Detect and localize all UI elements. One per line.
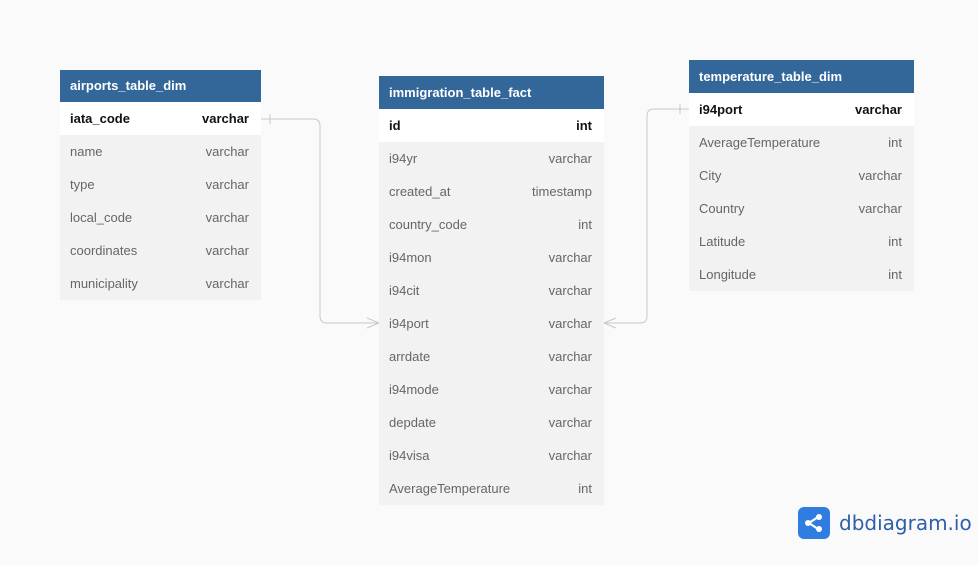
column-name: Longitude [699, 267, 757, 282]
column-name: depdate [389, 415, 436, 430]
column-name: id [389, 118, 401, 133]
logo-text: dbdiagram.io [839, 511, 972, 535]
column-name: i94mode [389, 382, 439, 397]
column-type: varchar [205, 144, 249, 159]
column-type: varchar [205, 243, 249, 258]
table-row[interactable]: AverageTemperature int [689, 126, 914, 159]
relationship-temperature-immigration [604, 108, 689, 324]
table-row[interactable]: created_at timestamp [379, 175, 604, 208]
column-name: i94port [699, 102, 743, 117]
column-name: i94visa [389, 448, 430, 463]
table-row[interactable]: municipality varchar [60, 267, 261, 300]
column-name: created_at [389, 184, 451, 199]
column-name: Country [699, 201, 745, 216]
table-row[interactable]: id int [379, 109, 604, 142]
column-name: municipality [70, 276, 138, 291]
table-header[interactable]: temperature_table_dim [689, 60, 914, 93]
column-type: varchar [858, 201, 902, 216]
column-type: varchar [548, 382, 592, 397]
column-type: varchar [548, 415, 592, 430]
column-type: varchar [205, 276, 249, 291]
table-row[interactable]: name varchar [60, 135, 261, 168]
column-name: type [70, 177, 95, 192]
column-type: varchar [202, 111, 249, 126]
table-immigration[interactable]: immigration_table_fact id int i94yr varchar… [379, 76, 604, 505]
table-row[interactable]: i94port varchar [689, 93, 914, 126]
column-name: name [70, 144, 103, 159]
column-name: AverageTemperature [699, 135, 821, 150]
column-type: varchar [548, 448, 592, 463]
table-row[interactable]: Latitude int [689, 225, 914, 258]
table-header[interactable]: airports_table_dim [60, 70, 261, 102]
column-type: int [576, 118, 592, 133]
column-type: int [888, 135, 902, 150]
column-type: varchar [205, 210, 249, 225]
column-type: varchar [548, 151, 592, 166]
column-type: int [888, 267, 902, 282]
table-row[interactable]: i94port varchar [379, 307, 604, 340]
column-type: int [578, 481, 592, 496]
table-row[interactable]: i94visa varchar [379, 439, 604, 472]
column-type: varchar [548, 316, 592, 331]
column-name: local_code [70, 210, 133, 225]
table-row[interactable]: i94yr varchar [379, 142, 604, 175]
table-row[interactable]: local_code varchar [60, 201, 261, 234]
table-row[interactable]: Longitude int [689, 258, 914, 291]
share-nodes-icon [798, 507, 830, 539]
table-row[interactable]: type varchar [60, 168, 261, 201]
table-row[interactable]: Country varchar [689, 192, 914, 225]
column-name: i94port [389, 316, 429, 331]
column-type: varchar [548, 250, 592, 265]
column-name: country_code [389, 217, 468, 232]
table-row[interactable]: arrdate varchar [379, 340, 604, 373]
column-name: coordinates [70, 243, 138, 258]
table-row[interactable]: i94mode varchar [379, 373, 604, 406]
table-row[interactable]: AverageTemperature int [379, 472, 604, 505]
column-type: int [578, 217, 592, 232]
column-name: i94mon [389, 250, 432, 265]
column-name: i94cit [389, 283, 420, 298]
table-row[interactable]: country_code int [379, 208, 604, 241]
table-row[interactable]: iata_code varchar [60, 102, 261, 135]
column-type: varchar [858, 168, 902, 183]
column-type: varchar [548, 283, 592, 298]
table-row[interactable]: depdate varchar [379, 406, 604, 439]
column-type: int [888, 234, 902, 249]
table-row[interactable]: i94mon varchar [379, 241, 604, 274]
many-marker [602, 317, 617, 329]
column-name: i94yr [389, 151, 418, 166]
column-type: varchar [855, 102, 902, 117]
relationship-airports-immigration [261, 118, 379, 324]
column-name: City [699, 168, 722, 183]
column-type: varchar [548, 349, 592, 364]
column-type: timestamp [532, 184, 592, 199]
column-name: AverageTemperature [389, 481, 511, 496]
table-row[interactable]: coordinates varchar [60, 234, 261, 267]
column-name: iata_code [70, 111, 130, 126]
column-name: arrdate [389, 349, 431, 364]
table-row[interactable]: City varchar [689, 159, 914, 192]
dbdiagram-logo[interactable]: dbdiagram.io [798, 507, 972, 539]
column-name: Latitude [699, 234, 746, 249]
table-row[interactable]: i94cit varchar [379, 274, 604, 307]
column-type: varchar [205, 177, 249, 192]
table-header[interactable]: immigration_table_fact [379, 76, 604, 109]
